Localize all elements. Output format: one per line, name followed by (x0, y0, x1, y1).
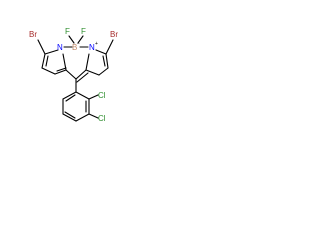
atom-b: B (72, 43, 77, 52)
bond (41, 53, 46, 69)
bond (65, 94, 76, 102)
bond (45, 55, 49, 67)
atom-n-right: N (89, 43, 95, 52)
bond (85, 53, 90, 71)
bonds (37, 35, 114, 122)
bond (88, 113, 99, 119)
bond (62, 91, 77, 100)
bond (105, 39, 114, 55)
bond (75, 113, 90, 122)
bond (68, 35, 75, 44)
bond (75, 91, 90, 100)
bond (105, 53, 109, 69)
bond (62, 53, 67, 71)
bond (44, 49, 59, 55)
structure-svg: Br Br F F N B − N + Cl Cl (29, 27, 118, 123)
bond (54, 69, 67, 75)
atom-n-left: N (57, 43, 63, 52)
bond (102, 55, 106, 67)
charge-n-right: + (95, 41, 98, 47)
bond (95, 49, 107, 55)
bond (76, 72, 89, 83)
bond (62, 113, 77, 122)
atom-labels: Br Br F F N B − N + Cl Cl (29, 27, 118, 123)
bond (41, 67, 56, 75)
bond (65, 69, 77, 80)
charge-b: − (77, 41, 80, 47)
atom-cl1: Cl (98, 91, 106, 100)
bond (77, 35, 84, 44)
atom-br-left: Br (29, 30, 37, 39)
bond (37, 39, 46, 55)
bond (98, 67, 109, 76)
bond (85, 69, 100, 76)
bond (88, 94, 99, 100)
atom-f1: F (65, 27, 70, 36)
atom-cl2: Cl (98, 114, 106, 123)
molecule-diagram: Br Br F F N B − N + Cl Cl (0, 0, 152, 152)
atom-f2: F (81, 27, 86, 36)
bond (64, 111, 76, 119)
bond (75, 69, 87, 80)
bond (56, 67, 67, 72)
atom-br-right: Br (110, 30, 118, 39)
